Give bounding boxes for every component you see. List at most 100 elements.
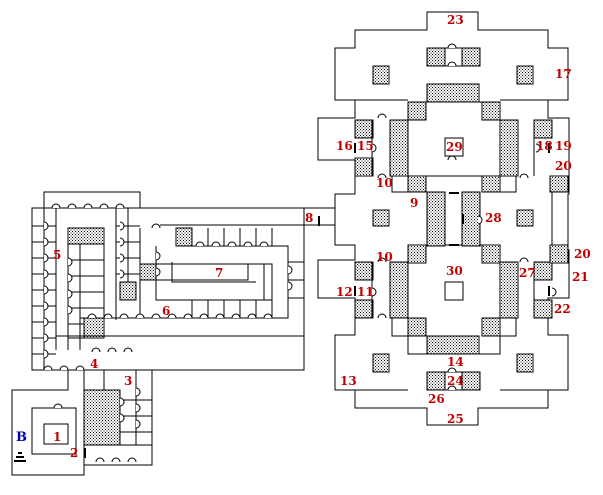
door-icon[interactable] (371, 287, 377, 297)
door-icon[interactable] (199, 313, 209, 319)
door-icon[interactable] (107, 347, 117, 353)
door-icon[interactable] (67, 203, 77, 209)
door-icon[interactable] (259, 241, 269, 247)
door-icon[interactable] (111, 457, 121, 463)
gate-icon[interactable] (354, 143, 356, 153)
marker-21[interactable]: 21 (572, 270, 589, 284)
door-icon[interactable] (243, 241, 253, 247)
door-icon[interactable] (119, 413, 125, 423)
door-icon[interactable] (103, 313, 113, 319)
door-icon[interactable] (43, 333, 49, 343)
door-icon[interactable] (115, 203, 125, 209)
door-icon[interactable] (67, 257, 73, 267)
door-icon[interactable] (377, 173, 387, 179)
marker-20-south[interactable]: 20 (574, 247, 591, 261)
marker-2[interactable]: 2 (70, 446, 78, 460)
door-icon[interactable] (43, 221, 49, 231)
gate-icon[interactable] (548, 143, 550, 153)
marker-10-north[interactable]: 10 (376, 176, 393, 190)
door-icon[interactable] (477, 215, 483, 225)
marker-25[interactable]: 25 (447, 412, 464, 426)
door-icon[interactable] (87, 313, 97, 319)
marker-5[interactable]: 5 (53, 248, 61, 262)
door-icon[interactable] (377, 257, 387, 263)
marker-23[interactable]: 23 (447, 13, 464, 27)
door-icon[interactable] (155, 251, 161, 261)
door-icon[interactable] (135, 387, 141, 397)
marker-22[interactable]: 22 (554, 302, 571, 316)
marker-28[interactable]: 28 (485, 211, 502, 225)
door-icon[interactable] (43, 237, 49, 247)
door-icon[interactable] (119, 253, 125, 263)
marker-30[interactable]: 30 (446, 264, 463, 278)
marker-16[interactable]: 16 (336, 139, 353, 153)
gate-icon[interactable] (84, 448, 86, 458)
stairs-down-icon[interactable] (14, 452, 26, 462)
door-icon[interactable] (53, 403, 63, 409)
door-icon[interactable] (43, 349, 49, 359)
marker-12[interactable]: 12 (336, 285, 353, 299)
door-icon[interactable] (51, 203, 61, 209)
marker-8[interactable]: 8 (305, 211, 313, 225)
marker-9[interactable]: 9 (410, 196, 418, 210)
door-icon[interactable] (91, 347, 101, 353)
door-icon[interactable] (99, 203, 109, 209)
marker-4[interactable]: 4 (90, 357, 98, 371)
door-icon[interactable] (119, 313, 129, 319)
door-icon[interactable] (135, 313, 145, 319)
gate-icon[interactable] (462, 214, 464, 224)
door-icon[interactable] (67, 289, 73, 299)
door-icon[interactable] (195, 241, 205, 247)
door-icon[interactable] (211, 241, 221, 247)
door-icon[interactable] (135, 419, 141, 429)
door-icon[interactable] (447, 43, 457, 49)
door-icon[interactable] (119, 221, 125, 231)
door-icon[interactable] (155, 267, 161, 277)
door-icon[interactable] (75, 365, 85, 371)
door-icon[interactable] (95, 457, 105, 463)
door-icon[interactable] (447, 61, 457, 67)
door-icon[interactable] (447, 155, 457, 161)
door-icon[interactable] (377, 113, 387, 119)
marker-29[interactable]: 29 (446, 140, 463, 154)
door-icon[interactable] (151, 313, 161, 319)
door-icon[interactable] (119, 269, 125, 279)
door-icon[interactable] (43, 285, 49, 295)
gate-icon[interactable] (354, 286, 356, 296)
marker-1[interactable]: 1 (53, 430, 61, 444)
door-icon[interactable] (447, 367, 457, 373)
door-icon[interactable] (231, 313, 241, 319)
gate-icon[interactable] (449, 244, 459, 246)
door-icon[interactable] (519, 257, 529, 263)
door-icon[interactable] (127, 457, 137, 463)
door-icon[interactable] (377, 313, 387, 319)
door-icon[interactable] (83, 203, 93, 209)
marker-10-south[interactable]: 10 (376, 250, 393, 264)
door-icon[interactable] (67, 305, 73, 315)
door-icon[interactable] (43, 317, 49, 327)
door-icon[interactable] (43, 269, 49, 279)
marker-20-north[interactable]: 20 (555, 159, 572, 173)
gate-icon[interactable] (548, 286, 550, 296)
door-icon[interactable] (371, 143, 377, 153)
marker-26[interactable]: 26 (428, 392, 445, 406)
door-icon[interactable] (247, 313, 257, 319)
marker-27[interactable]: 27 (519, 266, 536, 280)
door-icon[interactable] (135, 403, 141, 413)
gate-icon[interactable] (449, 192, 459, 194)
marker-24[interactable]: 24 (447, 374, 464, 388)
door-icon[interactable] (119, 237, 125, 247)
door-icon[interactable] (67, 273, 73, 283)
door-icon[interactable] (215, 313, 225, 319)
door-icon[interactable] (43, 365, 53, 371)
door-icon[interactable] (263, 313, 273, 319)
marker-17[interactable]: 17 (555, 67, 572, 81)
gate-icon[interactable] (318, 216, 320, 226)
door-icon[interactable] (551, 287, 557, 297)
door-icon[interactable] (151, 223, 161, 229)
marker-19[interactable]: 19 (555, 139, 572, 153)
door-icon[interactable] (447, 385, 457, 391)
marker-14[interactable]: 14 (447, 355, 464, 369)
door-icon[interactable] (119, 397, 125, 407)
marker-11[interactable]: 11 (357, 285, 374, 299)
